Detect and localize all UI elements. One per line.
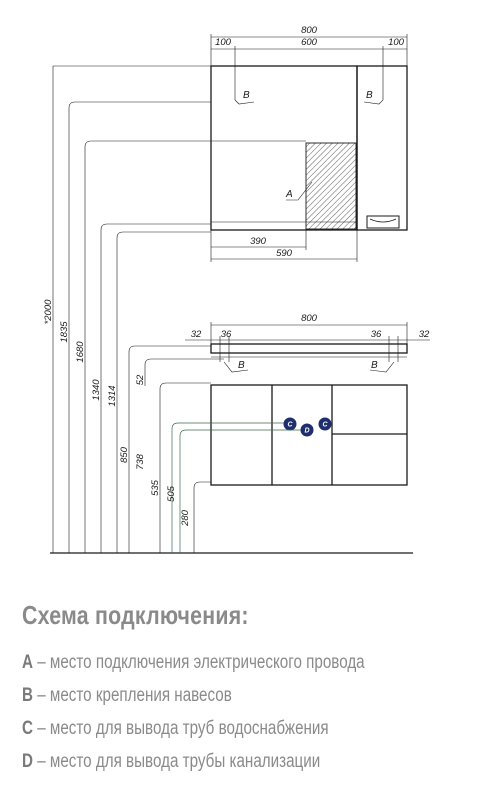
height-dimensions: *2000 1835 1680 1340 1314 52 850 738 535… <box>43 65 413 554</box>
countertop <box>210 343 408 354</box>
vanity-body <box>210 384 408 486</box>
mirror-cabinet: 800 100 600 100 B B A 390 590 <box>210 25 408 262</box>
mirror-side-cabinet <box>356 65 408 231</box>
vanity-b-left-label: B <box>238 360 245 371</box>
vanity-left-outer-dim: 32 <box>191 329 202 340</box>
legend-text: – место крепления навесов <box>37 685 232 706</box>
height-280: 280 <box>180 509 191 527</box>
mirror-total-width: 800 <box>301 25 318 36</box>
vanity-left-inner-dim: 36 <box>221 329 232 340</box>
height-505: 505 <box>166 485 177 502</box>
height-1835: 1835 <box>59 321 70 343</box>
height-1340: 1340 <box>91 379 102 401</box>
legend-text: – место подключения электрического прово… <box>37 652 365 673</box>
legend-text: – место для вывода труб водоснабжения <box>37 718 329 739</box>
height-1680: 1680 <box>75 341 86 363</box>
diagram-title: Схема подключения: <box>22 600 249 630</box>
legend-key: A <box>22 652 33 673</box>
water-supply-left-marker: C <box>283 417 297 431</box>
cabinet-handle-icon <box>366 215 400 229</box>
height-535: 535 <box>150 479 161 496</box>
legend-key: C <box>22 718 33 739</box>
legend-item-d: D – место для вывода трубы канализации <box>22 751 365 784</box>
height-52: 52 <box>135 374 146 385</box>
vanity-right-inner-dim: 36 <box>371 329 382 340</box>
height-738: 738 <box>135 453 146 470</box>
mirror-center-width: 600 <box>301 37 318 48</box>
svg-text:C: C <box>322 422 328 429</box>
vanity-total-width: 800 <box>301 313 318 324</box>
vanity-right-outer-dim: 32 <box>419 329 430 340</box>
drain-marker: D <box>300 423 314 437</box>
height-1314: 1314 <box>107 385 118 406</box>
legend-key: D <box>22 751 33 772</box>
vanity-unit: 800 32 36 36 32 B B C D <box>185 313 430 486</box>
mirror-body-width-dim: 590 <box>276 248 293 259</box>
mirror-left-width: 100 <box>215 37 232 48</box>
shelf-width-dim: 390 <box>250 236 267 247</box>
legend-key: B <box>22 685 33 706</box>
mirror-b-right-label: B <box>366 90 373 101</box>
svg-text:C: C <box>287 422 293 429</box>
water-supply-right-marker: C <box>318 417 332 431</box>
vanity-b-right-label: B <box>371 360 378 371</box>
socket-hatched-area <box>305 142 357 230</box>
legend-text: – место для вывода трубы канализации <box>37 751 321 772</box>
mirror-right-width: 100 <box>388 37 405 48</box>
connection-diagram: 800 100 600 100 B B A 390 590 800 32 36 <box>43 25 430 554</box>
height-2000: *2000 <box>43 299 54 325</box>
height-850: 850 <box>119 446 130 463</box>
mirror-b-left-label: B <box>243 90 250 101</box>
legend-list: A – место подключения электрического про… <box>22 652 450 784</box>
legend-item-a: A – место подключения электрического про… <box>22 652 365 685</box>
svg-text:D: D <box>304 428 309 435</box>
legend-item-c: C – место для вывода труб водоснабжения <box>22 718 365 751</box>
legend-item-b: B – место крепления навесов <box>22 685 365 718</box>
mirror-a-label: A <box>285 189 293 200</box>
